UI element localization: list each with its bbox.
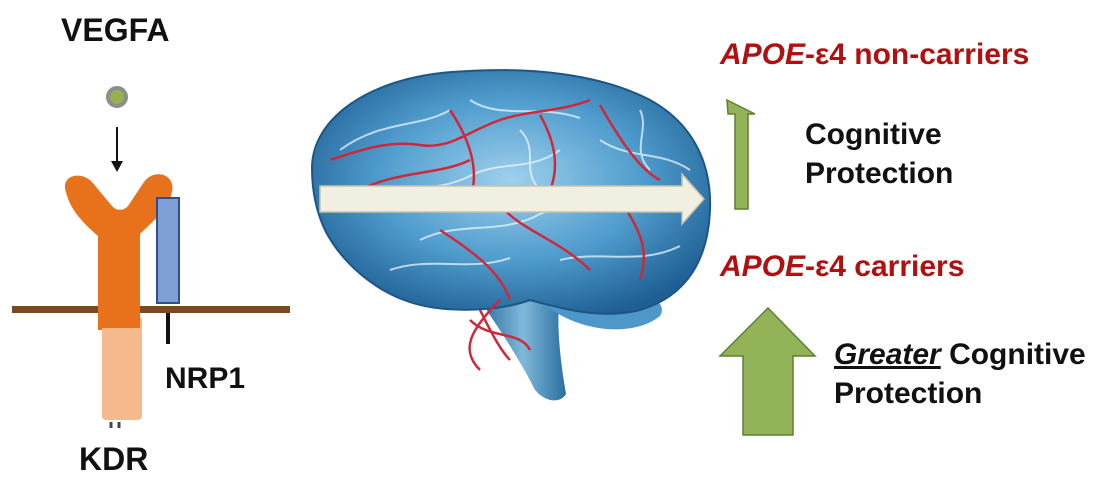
kdr-tail (102, 316, 142, 420)
carrier-effect-line-2: Protection (834, 377, 982, 411)
carrier-up-arrow (720, 308, 815, 435)
noncarrier-allele: -ε4 non-carriers (805, 38, 1029, 71)
noncarrier-effect-line-1: Cognitive (805, 118, 942, 152)
noncarrier-effect-line-2: Protection (805, 157, 953, 191)
kdr-label: KDR (79, 441, 148, 478)
carrier-allele: -ε4 carriers (805, 250, 964, 283)
carrier-effect-line-1: Greater Cognitive (834, 338, 1086, 372)
carrier-effect-emphasis: Greater (834, 338, 941, 371)
brain-illustration (312, 70, 710, 400)
nrp1-label: NRP1 (165, 362, 245, 396)
carrier-label: APOE-ε4 carriers (720, 250, 964, 284)
brain-stem (480, 300, 566, 400)
vegfa-label: VEGFA (61, 12, 169, 49)
carrier-gene: APOE (720, 250, 805, 283)
binding-arrow-head (111, 161, 123, 172)
cell-membrane (12, 306, 290, 313)
carrier-effect-rest: Cognitive (941, 338, 1086, 371)
vegfa-ligand-dot (108, 88, 126, 106)
noncarrier-gene: APOE (720, 38, 805, 71)
nrp1-coreceptor (157, 198, 179, 303)
noncarrier-up-arrow (727, 100, 755, 209)
kdr-transmembrane (98, 300, 140, 328)
noncarrier-label: APOE-ε4 non-carriers (720, 38, 1029, 72)
